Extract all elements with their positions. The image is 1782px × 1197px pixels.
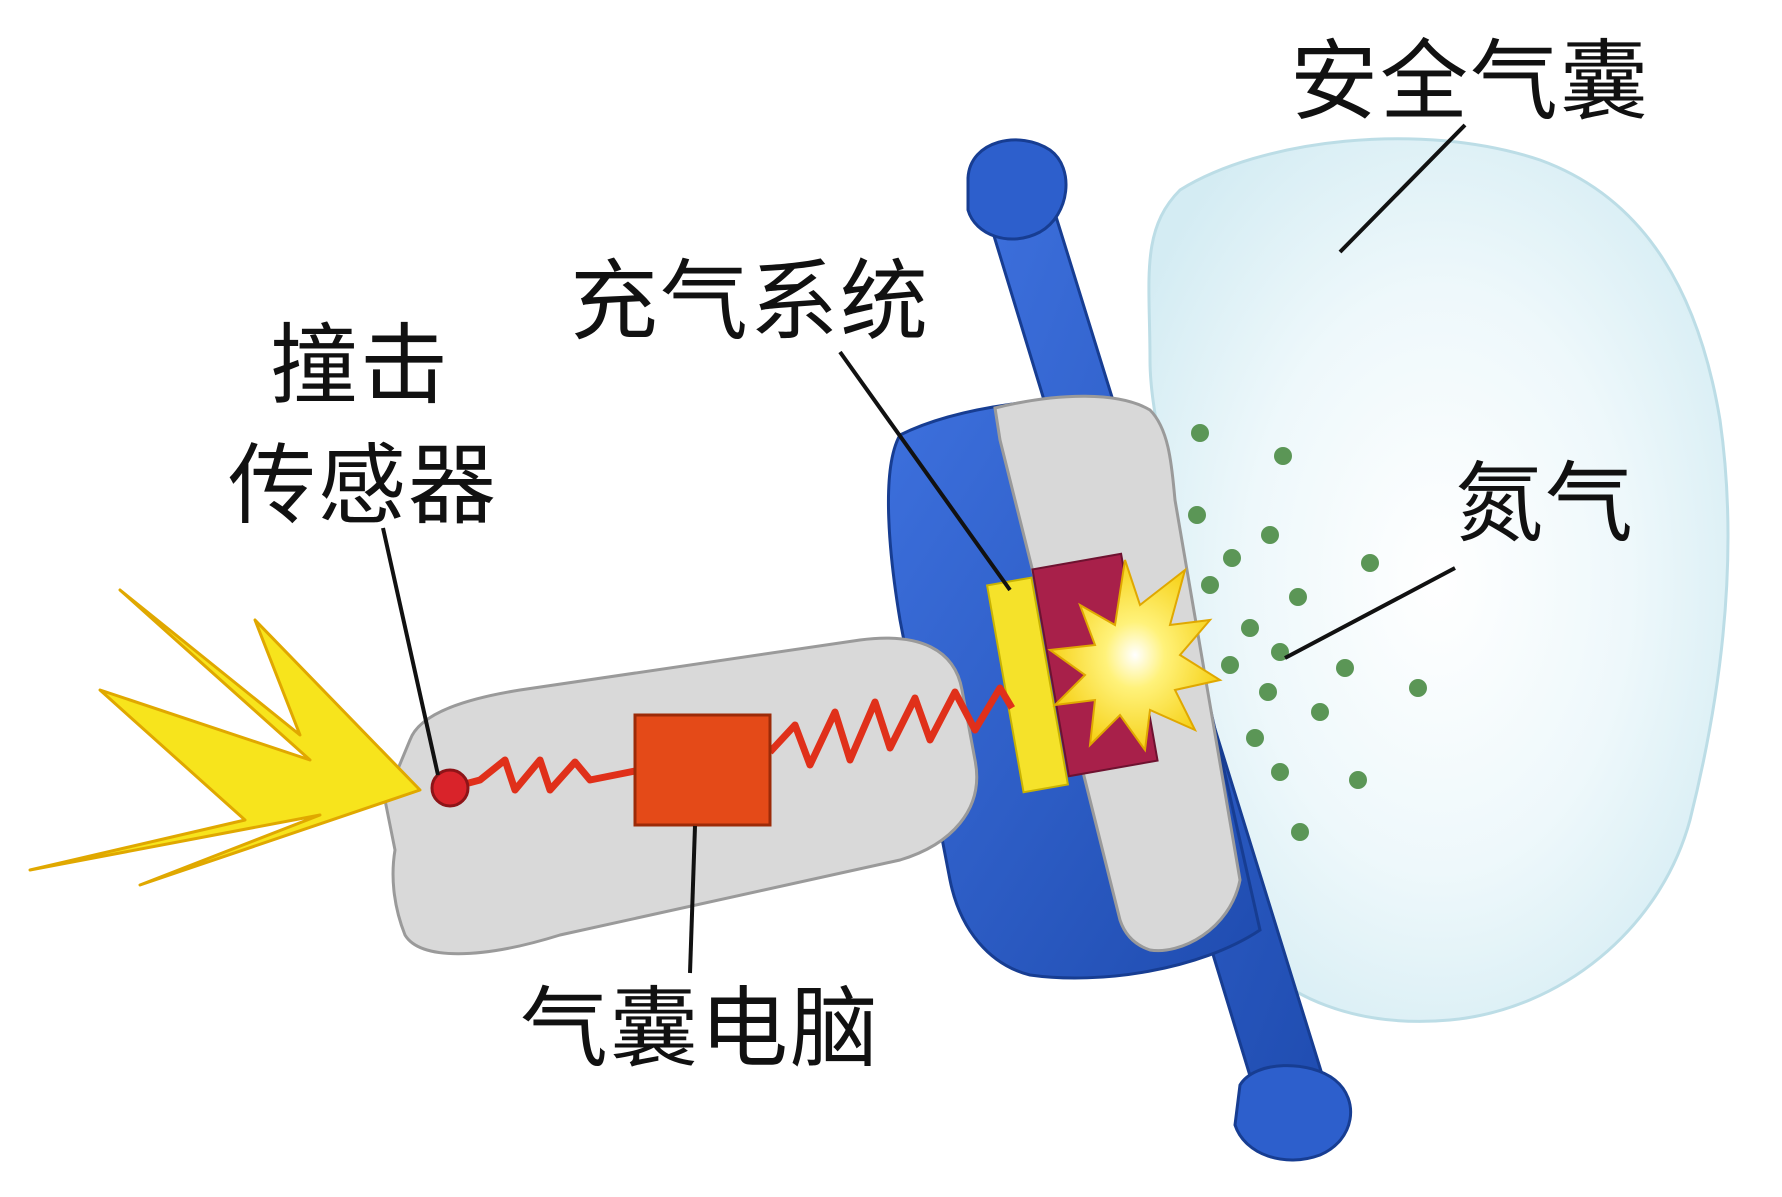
impact-lightning-bolt-icon — [28, 588, 422, 887]
label-crash-sensor-line1: 撞击 — [270, 314, 451, 417]
label-nitrogen: 氮气 — [1455, 452, 1636, 555]
leader-nitrogen — [1284, 566, 1456, 660]
inflator-plate — [985, 576, 1070, 794]
signal-wire-2 — [767, 684, 1016, 769]
label-airbag: 安全气囊 — [1290, 30, 1651, 133]
nitrogen-gas-dots — [1188, 424, 1427, 841]
crash-sensor-red-dot-icon — [430, 768, 470, 808]
leader-computer — [688, 825, 697, 974]
steering-top-cap — [966, 138, 1068, 241]
explosion-starburst-icon — [1047, 559, 1223, 753]
steering-bottom-cap — [1233, 1064, 1352, 1162]
leader-lines — [381, 123, 1467, 974]
label-inflator-system: 充气系统 — [570, 250, 931, 353]
airbag-computer-box — [633, 713, 772, 827]
label-airbag-computer: 气囊电脑 — [520, 977, 881, 1080]
leader-inflator — [838, 350, 1012, 592]
label-crash-sensor-line2: 传感器 — [228, 434, 499, 537]
leader-airbag — [1338, 123, 1467, 254]
leader-sensor — [381, 527, 440, 776]
signal-wire — [449, 752, 663, 794]
